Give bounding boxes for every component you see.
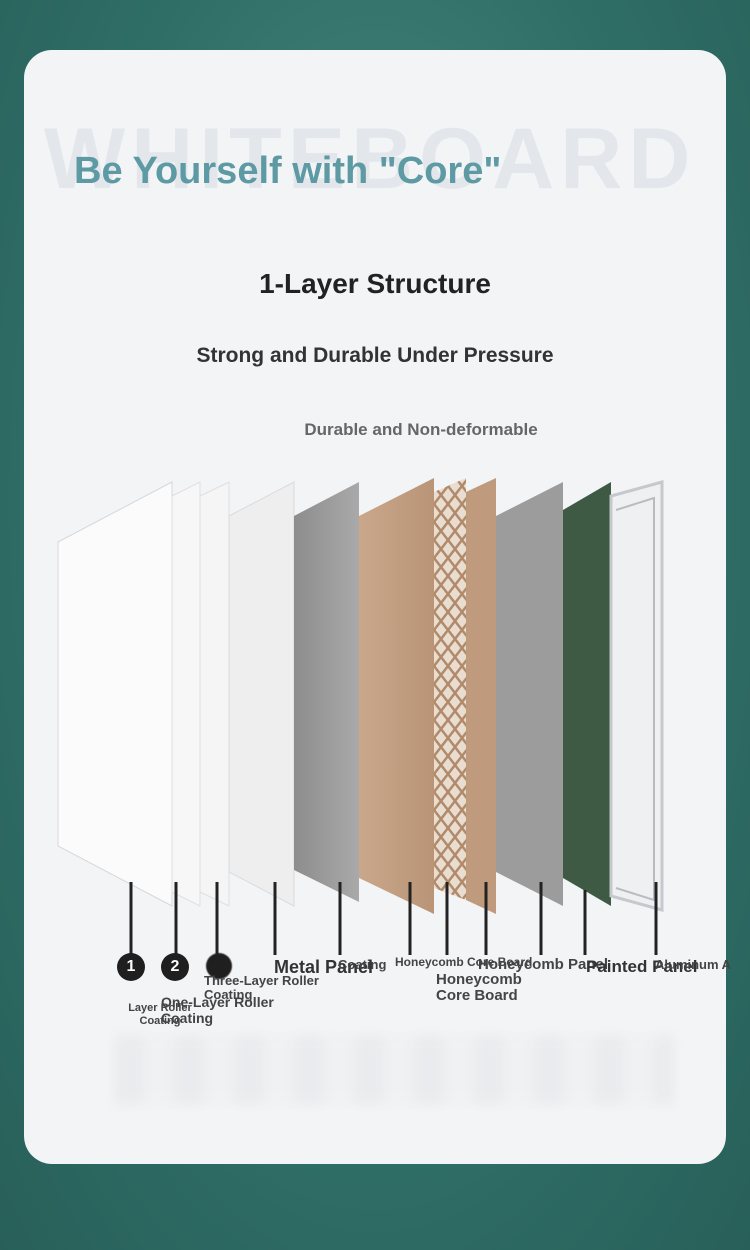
structure-title: 1-Layer Structure bbox=[259, 268, 491, 299]
layer-panel-3 bbox=[199, 481, 230, 907]
tagline: Durable and Non-deformable bbox=[304, 420, 538, 439]
badge-3 bbox=[206, 953, 232, 979]
layer-panel-honeycomb bbox=[434, 478, 466, 900]
label-honeycomb-core-board-b: Honeycomb Core Board bbox=[436, 971, 522, 1004]
blurred-background-text bbox=[114, 1035, 674, 1105]
watermark-text: WHITEBOARD bbox=[44, 111, 697, 207]
layer-panel-kraft bbox=[359, 478, 434, 914]
badge-2: 2 bbox=[161, 953, 189, 981]
label-painted-panel: Painted Panel bbox=[586, 957, 698, 976]
label-metal-panel: Metal Panel bbox=[274, 957, 374, 977]
badge-1: 1 bbox=[117, 953, 145, 981]
frame-inner-edge bbox=[615, 496, 655, 902]
layer-panel-frame bbox=[609, 480, 664, 912]
label-layer-roller-coating: Layer Roller Coating bbox=[128, 1002, 192, 1027]
layer-panel-4 bbox=[228, 481, 295, 907]
leader-lines bbox=[129, 882, 658, 955]
label-honeycomb-core-board-a: Honeycomb Core Board bbox=[395, 955, 533, 969]
layer-panel-kraft-2 bbox=[466, 478, 496, 914]
layer-panel-gray bbox=[496, 482, 563, 906]
layer-panel-1 bbox=[57, 481, 173, 907]
label-honeycomb-panel: Honeycomb Panel bbox=[478, 956, 609, 973]
layer-panel-green bbox=[563, 482, 611, 906]
label-coating: Coating bbox=[338, 957, 387, 972]
label-three-layer-roller-coating: Three-Layer Roller Coating bbox=[204, 973, 319, 1002]
structure-subtitle: Strong and Durable Under Pressure bbox=[196, 344, 554, 367]
layer-panel-2 bbox=[171, 481, 201, 907]
label-one-layer-roller-coating: One-Layer Roller Coating bbox=[161, 994, 274, 1026]
label-aluminum: Aluminum A bbox=[655, 957, 732, 972]
layer-panel-metal bbox=[294, 482, 359, 902]
headline: Be Yourself with "Core" bbox=[74, 150, 502, 192]
